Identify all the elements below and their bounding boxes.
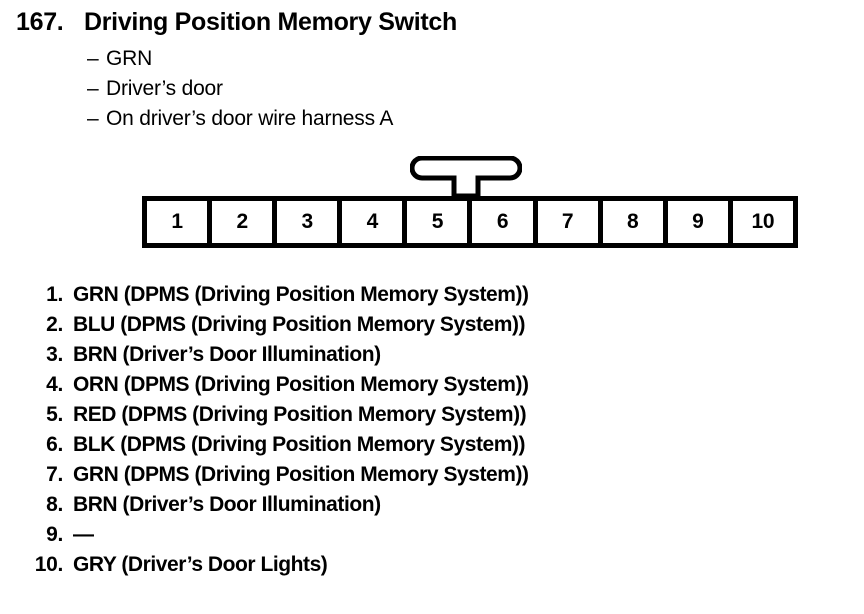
header-subitem: –On driver’s door wire harness A bbox=[87, 104, 393, 134]
dash-icon: – bbox=[87, 47, 99, 70]
pin-cell[interactable]: 10 bbox=[732, 201, 793, 243]
header-subitem: –GRN bbox=[87, 44, 393, 74]
pin-list-item: 7. GRN (DPMS (Driving Position Memory Sy… bbox=[16, 460, 529, 490]
header-subitem-label: Driver’s door bbox=[106, 77, 223, 100]
pin-list-description: ORN (DPMS (Driving Position Memory Syste… bbox=[73, 373, 529, 396]
header-subitem-list: –GRN –Driver’s door –On driver’s door wi… bbox=[87, 44, 393, 134]
pin-list-item: 8. BRN (Driver’s Door Illumination) bbox=[16, 490, 529, 520]
pin-cell[interactable]: 1 bbox=[147, 201, 213, 243]
pin-number: 3 bbox=[301, 210, 314, 233]
pin-description-list: 1. GRN (DPMS (Driving Position Memory Sy… bbox=[16, 280, 529, 580]
pin-number: 5 bbox=[431, 210, 444, 233]
pin-cell[interactable]: 5 bbox=[407, 201, 473, 243]
pin-cell[interactable]: 4 bbox=[342, 201, 408, 243]
header-row: 167. Driving Position Memory Switch bbox=[16, 8, 457, 37]
pin-list-description: BRN (Driver’s Door Illumination) bbox=[73, 343, 381, 366]
pin-list-index: 3. bbox=[46, 343, 63, 366]
pin-list-item: 5. RED (DPMS (Driving Position Memory Sy… bbox=[16, 400, 529, 430]
header-subitem-label: GRN bbox=[106, 47, 153, 70]
connector-diagram: 1 2 3 4 5 6 7 8 9 10 bbox=[142, 156, 798, 251]
pin-cell[interactable]: 8 bbox=[602, 201, 668, 243]
dash-icon: – bbox=[87, 77, 99, 100]
pin-number: 8 bbox=[627, 210, 639, 233]
page-title: Driving Position Memory Switch bbox=[84, 8, 457, 36]
pin-list-item: 6. BLK (DPMS (Driving Position Memory Sy… bbox=[16, 430, 529, 460]
pin-list-description: GRN (DPMS (Driving Position Memory Syste… bbox=[73, 463, 529, 486]
pin-number: 9 bbox=[692, 210, 704, 233]
pin-cell[interactable]: 2 bbox=[212, 201, 278, 243]
pin-cell[interactable]: 6 bbox=[472, 201, 538, 243]
pin-list-description: GRN (DPMS (Driving Position Memory Syste… bbox=[73, 283, 529, 306]
pin-list-index: 9. bbox=[46, 523, 63, 546]
pin-list-description: — bbox=[73, 523, 94, 546]
pin-list-index: 4. bbox=[46, 373, 63, 396]
header-subitem-label: On driver’s door wire harness A bbox=[106, 107, 394, 130]
dash-icon: – bbox=[87, 107, 99, 130]
pin-list-item: 10. GRY (Driver’s Door Lights) bbox=[16, 550, 529, 580]
pin-cell[interactable]: 9 bbox=[667, 201, 733, 243]
pin-list-description: BLU (DPMS (Driving Position Memory Syste… bbox=[73, 313, 526, 336]
pin-number: 2 bbox=[236, 210, 248, 233]
pin-number: 10 bbox=[751, 210, 775, 233]
pin-list-description: BRN (Driver’s Door Illumination) bbox=[73, 493, 381, 516]
pin-list-index: 7. bbox=[46, 463, 63, 486]
pin-list-index: 10. bbox=[34, 553, 64, 576]
header-subitem: –Driver’s door bbox=[87, 74, 393, 104]
pin-number: 6 bbox=[496, 210, 509, 233]
pin-cell[interactable]: 3 bbox=[277, 201, 343, 243]
connector-pin-housing: 1 2 3 4 5 6 7 8 9 10 bbox=[142, 196, 798, 248]
entry-number: 167. bbox=[16, 8, 64, 36]
pin-list-item: 9. — bbox=[16, 520, 529, 550]
pin-number: 7 bbox=[561, 210, 574, 233]
pin-list-index: 5. bbox=[46, 403, 63, 426]
pin-list-description: GRY (Driver’s Door Lights) bbox=[73, 553, 328, 576]
pin-list-index: 6. bbox=[46, 433, 63, 456]
pin-list-item: 2. BLU (DPMS (Driving Position Memory Sy… bbox=[16, 310, 529, 340]
pin-list-description: RED (DPMS (Driving Position Memory Syste… bbox=[73, 403, 527, 426]
pin-list-item: 3. BRN (Driver’s Door Illumination) bbox=[16, 340, 529, 370]
pin-list-index: 8. bbox=[46, 493, 63, 516]
pin-list-index: 2. bbox=[46, 313, 63, 336]
connector-latch-tab-icon bbox=[410, 156, 522, 198]
pin-number: 1 bbox=[171, 210, 183, 233]
pin-list-index: 1. bbox=[46, 283, 63, 306]
pin-cell[interactable]: 7 bbox=[537, 201, 603, 243]
pin-list-item: 1. GRN (DPMS (Driving Position Memory Sy… bbox=[16, 280, 529, 310]
pin-list-item: 4. ORN (DPMS (Driving Position Memory Sy… bbox=[16, 370, 529, 400]
pin-list-description: BLK (DPMS (Driving Position Memory Syste… bbox=[73, 433, 526, 456]
pin-number: 4 bbox=[366, 210, 379, 233]
